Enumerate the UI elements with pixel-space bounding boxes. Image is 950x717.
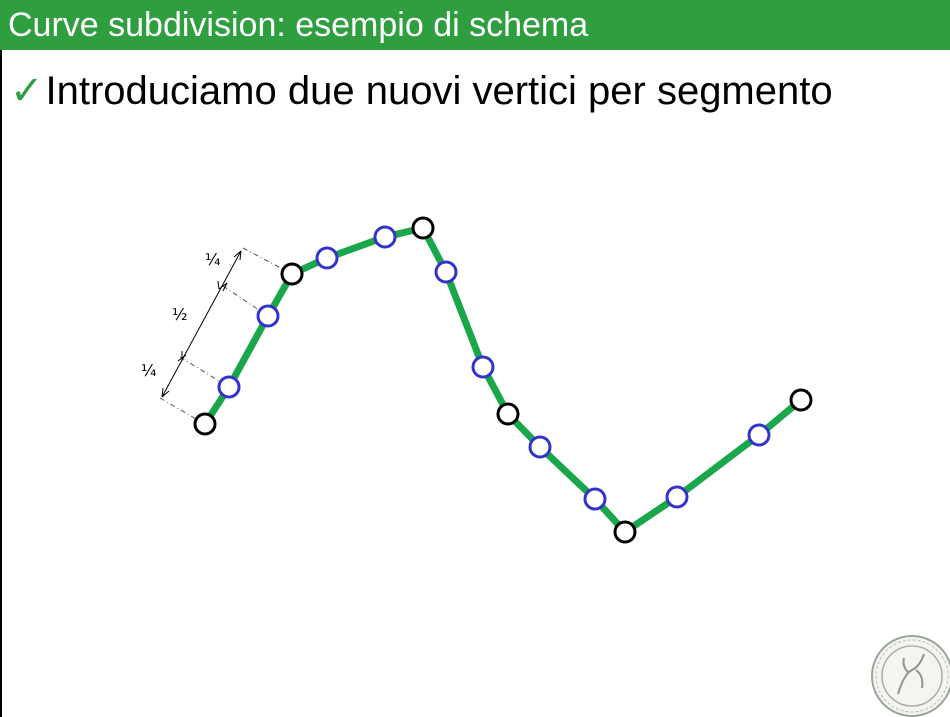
dimension-line: [161, 250, 242, 398]
arrow-bottom-icon: [161, 387, 170, 398]
original-vertex: [193, 412, 217, 436]
extension-line-bottom: [159, 397, 206, 425]
new-vertex: [747, 423, 771, 447]
subdivided-curve: [201, 224, 805, 536]
bullet-text: Introduciamo due nuovi vertici per segme…: [45, 69, 833, 113]
new-vertices: [217, 225, 771, 511]
original-vertex: [613, 520, 637, 544]
check-icon: ✓: [10, 69, 44, 113]
tick-upper-icon: [217, 280, 228, 292]
new-vertex: [434, 260, 458, 284]
extension-line-mid-lower: [179, 356, 230, 388]
label-half: ½: [172, 305, 188, 324]
original-vertices: [193, 216, 813, 544]
label-quarter-top: ¼: [205, 250, 221, 269]
new-vertex: [665, 485, 689, 509]
bullet-item: ✓Introduciamo due nuovi vertici per segm…: [10, 68, 833, 114]
dimension-annotation: [159, 247, 293, 425]
original-vertex: [496, 402, 520, 426]
new-vertex: [373, 225, 397, 249]
new-vertex: [471, 355, 495, 379]
extension-line-top: [242, 247, 293, 275]
new-vertex: [315, 246, 339, 270]
new-vertex: [583, 487, 607, 511]
new-vertex: [528, 435, 552, 459]
original-vertex: [280, 262, 304, 286]
extension-line-mid-upper: [222, 285, 269, 317]
left-border: [0, 50, 2, 717]
original-vertex: [789, 388, 813, 412]
new-vertex: [217, 375, 241, 399]
label-quarter-bottom: ¼: [141, 361, 157, 380]
original-vertex: [411, 216, 435, 240]
tick-lower-icon: [177, 351, 187, 362]
university-seal-icon: [871, 635, 950, 717]
new-vertex: [256, 304, 280, 328]
arrow-top-icon: [233, 250, 242, 261]
page-title: Curve subdivision: esempio di schema: [0, 0, 950, 50]
